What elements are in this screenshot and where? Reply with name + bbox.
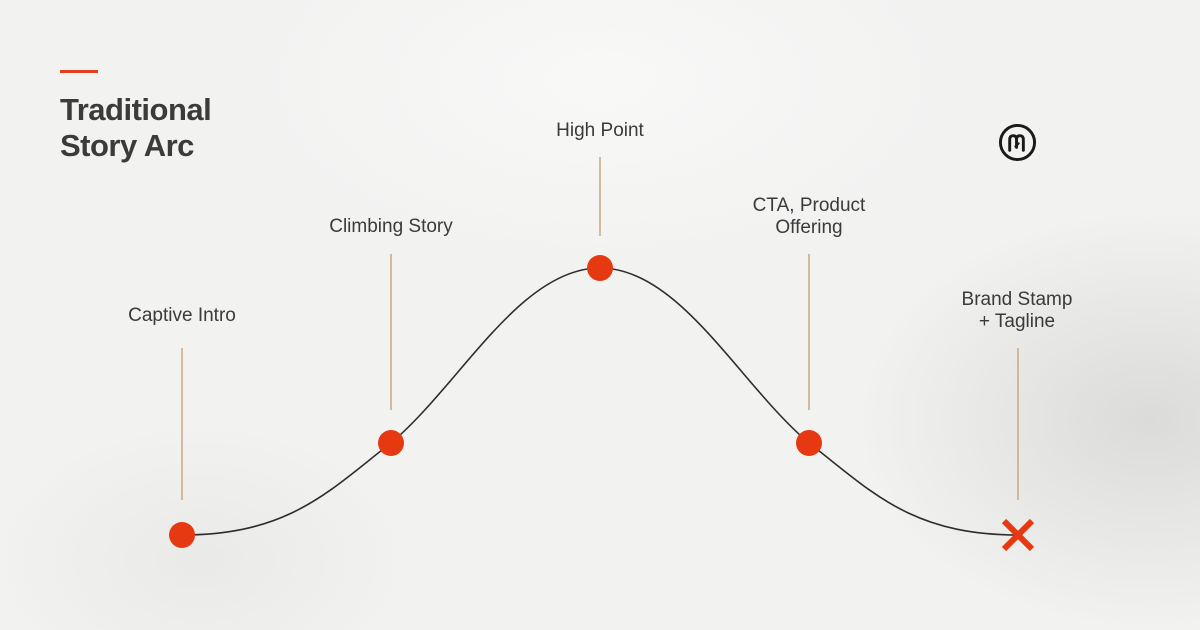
marker-captive-intro	[169, 522, 195, 548]
stage-label-cta: CTA, Product Offering	[752, 195, 866, 238]
marker-high-point	[587, 255, 613, 281]
title-accent-bar	[60, 70, 98, 73]
marker-cta	[796, 430, 822, 456]
title-line-2: Story Arc	[60, 128, 194, 163]
stage-label-brand-stamp: Brand Stamp + Tagline	[961, 289, 1073, 332]
title-line-1: Traditional	[60, 92, 212, 127]
page-title: Traditional Story Arc	[60, 92, 212, 164]
stage-label-high-point: High Point	[556, 120, 644, 141]
stage-label-climbing-story: Climbing Story	[329, 216, 453, 237]
marker-climbing-story	[378, 430, 404, 456]
stage-label-captive-intro: Captive Intro	[128, 305, 236, 326]
marker-brand-stamp-x-icon	[1001, 518, 1035, 552]
brand-m-logo-icon	[998, 123, 1037, 162]
story-arc-curve	[181, 267, 1019, 536]
